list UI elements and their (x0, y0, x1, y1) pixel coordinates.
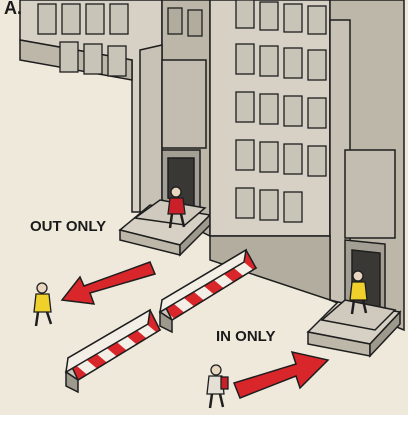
left-doorway (162, 60, 206, 215)
panel-label: A. (4, 0, 22, 18)
in-only-label: IN ONLY (216, 328, 275, 345)
out-only-label: OUT ONLY (30, 218, 106, 235)
